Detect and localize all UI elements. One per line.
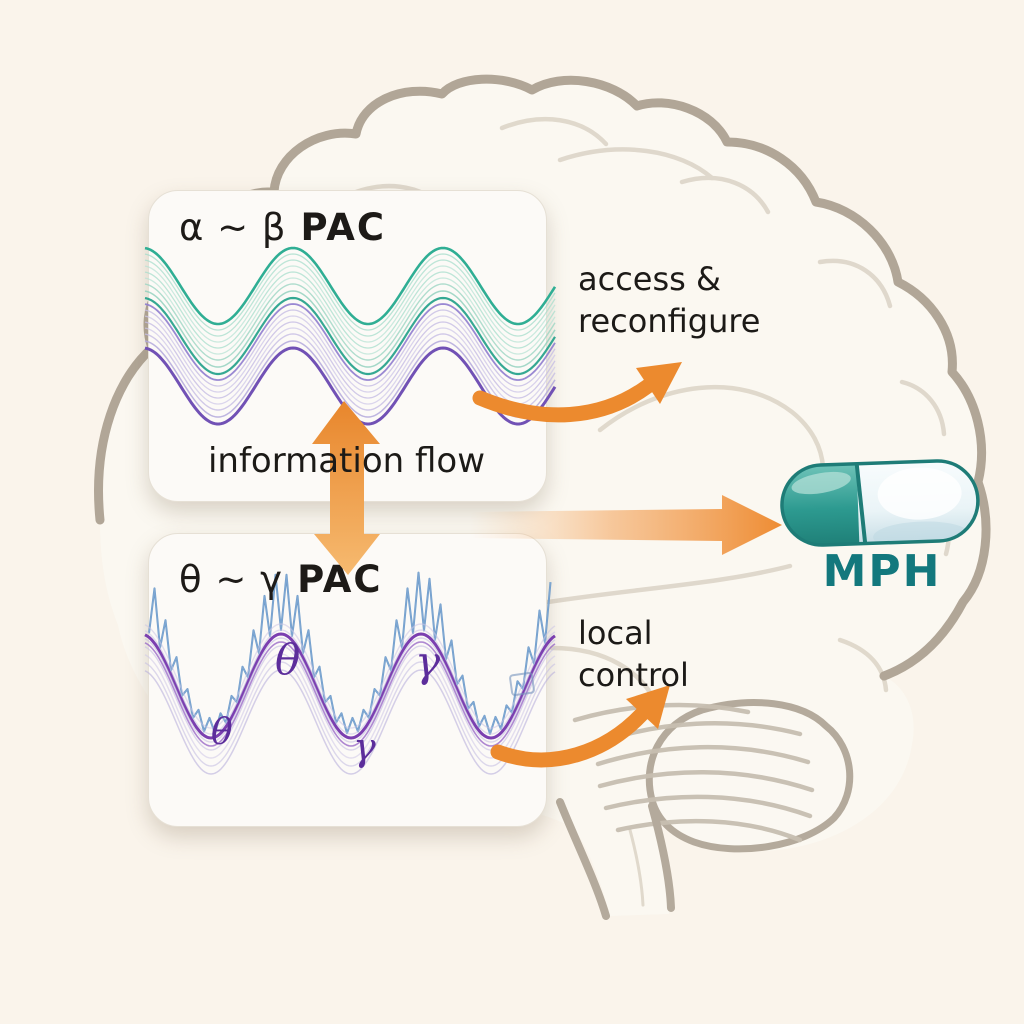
pac-label: PAC [300, 206, 387, 249]
wave-strand [144, 629, 556, 735]
greek-pair-label: θ ~ γ [179, 558, 284, 601]
theta-gamma-pac-panel: θ γ θ γ θ ~ γ PAC [144, 533, 556, 827]
panel-title: θ ~ γ PAC [179, 558, 383, 601]
access-line-1: access & [578, 260, 721, 298]
wave-strand [144, 623, 556, 729]
wave-strand [144, 641, 556, 747]
local-line-1: local [578, 614, 653, 652]
wave-annotation-theta: θ [275, 635, 300, 684]
cerebellum [645, 699, 854, 853]
access-reconfigure-label: access & reconfigure [578, 258, 760, 342]
wave-annotation-gamma: γ [415, 637, 441, 686]
wave-annotation-theta: θ [211, 712, 233, 753]
wave-annotation-gamma: γ [353, 725, 376, 769]
local-line-2: control [578, 656, 689, 694]
mph-label: MPH [822, 546, 942, 597]
brain-stem [556, 798, 675, 920]
panel-title: α ~ β PAC [179, 206, 386, 249]
access-line-2: reconfigure [578, 302, 761, 340]
greek-pair-label: α ~ β [179, 206, 287, 249]
cerebellum-striations [572, 702, 815, 843]
pac-label: PAC [297, 558, 383, 601]
information-flow-label: information flow [207, 441, 486, 481]
local-control-label: local control [578, 612, 689, 696]
